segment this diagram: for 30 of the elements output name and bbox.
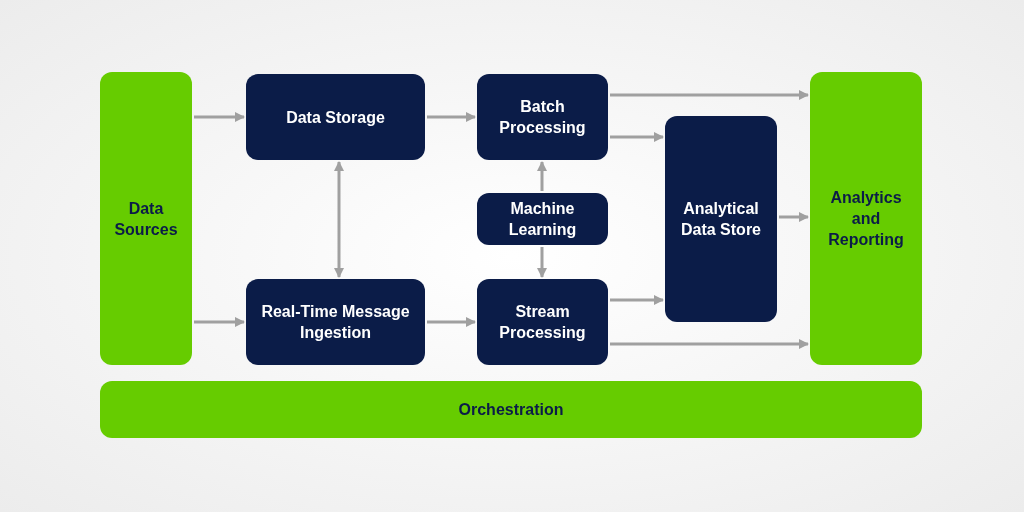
arrow (427, 112, 476, 122)
arrow (610, 339, 809, 349)
node-label: Orchestration (458, 400, 564, 420)
process-box (246, 279, 425, 365)
arrow (194, 112, 245, 122)
arrow (610, 90, 809, 100)
arrow (537, 161, 547, 191)
node-label: Data Storage (286, 107, 385, 128)
node-label: Analytical Data Store (680, 199, 762, 240)
process-box (246, 74, 425, 160)
process-box (477, 74, 608, 160)
process-box (477, 279, 608, 365)
arrow (610, 132, 664, 142)
node-label: Analytics and Reporting (827, 188, 905, 250)
arrow (427, 317, 476, 327)
process-box (477, 193, 608, 245)
arrow (537, 247, 547, 278)
arrow (610, 295, 664, 305)
arrow (334, 161, 344, 278)
node-label: Stream Processing (498, 302, 587, 343)
arrow (194, 317, 245, 327)
arrow (779, 212, 809, 222)
stage-bar (100, 381, 922, 438)
node-label: Batch Processing (498, 97, 587, 138)
process-box (665, 116, 777, 322)
stage-bar (810, 72, 922, 365)
node-label: Machine Learning (507, 199, 578, 240)
node-label: Real-Time Message Ingestion (260, 302, 411, 343)
node-label: Data Sources (113, 198, 179, 240)
stage-bar (100, 72, 192, 365)
